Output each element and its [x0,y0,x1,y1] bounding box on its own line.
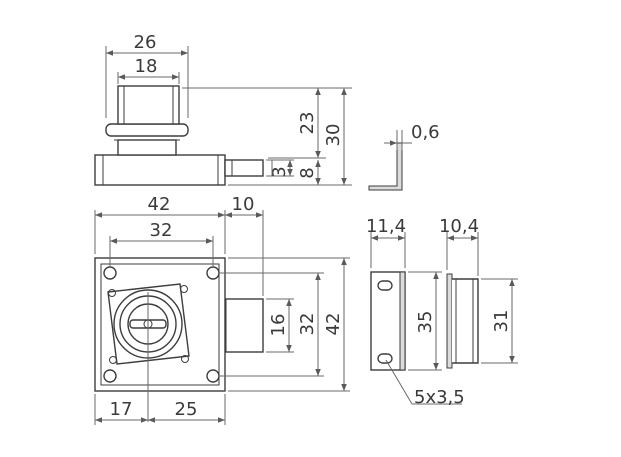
dim-width-outer: 26 [134,32,157,53]
dim-hole-spacing: 32 [150,220,173,241]
angle-profile [368,142,403,191]
dim-left-to-center: 17 [110,399,133,420]
strike-plate-2: 10,4 31 [439,216,518,369]
dim-strike-2-height: 31 [491,310,512,333]
dim-strike-1-width: 11,4 [366,216,406,237]
mount-hole-top-right [206,266,220,280]
strike-plate-2-body [452,278,479,364]
dim-height-total: 30 [323,124,344,147]
dim-strike-1-height: 35 [415,311,436,334]
sheet-thickness-detail: 0,6 [368,122,440,191]
dim-body-width: 42 [148,194,171,215]
mount-hole-bottom-left [103,369,117,383]
strike-plate-1: 11,4 35 5x3,5 [366,216,465,408]
dim-bolt-throw: 10 [232,194,255,215]
front-view: 42 10 32 16 32 42 17 25 [94,194,350,425]
dim-height-cylinder: 23 [297,112,318,135]
dim-bolt-width: 16 [268,314,289,337]
dim-width-inner: 18 [135,56,158,77]
lock-base-plate [94,154,226,186]
mount-hole-bottom-right [206,369,220,383]
dim-sheet-thickness: 0,6 [411,122,440,143]
top-view: 26 18 23 30 3 8 [94,32,352,186]
lock-flange [105,123,189,137]
lock-neck [117,139,177,156]
strike-plate-1-slot-bottom [377,353,393,364]
dim-center-to-right: 25 [175,399,198,420]
dim-hole-spacing-vertical: 32 [297,313,318,336]
mount-hole-top-left [103,266,117,280]
strike-plate-1-slot-top [377,280,393,291]
dim-bolt-offset: 8 [297,167,318,178]
dim-strike-1-slot: 5x3,5 [414,387,465,408]
dim-bolt-height: 3 [269,166,290,177]
dim-strike-2-width: 10,4 [439,216,479,237]
dim-body-height: 42 [323,313,344,336]
lock-cylinder [117,85,180,125]
lock-bolt [224,159,264,177]
